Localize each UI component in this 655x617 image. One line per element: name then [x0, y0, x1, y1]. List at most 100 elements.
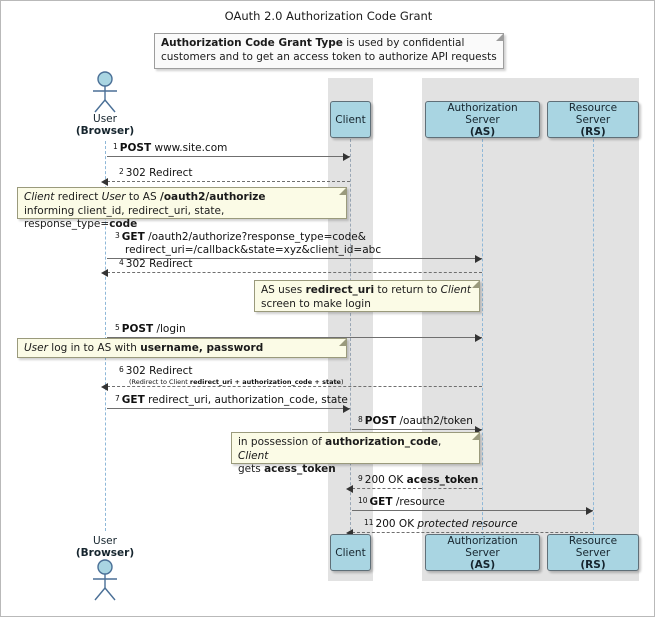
user-actor-icon — [93, 71, 117, 113]
message-11-italic-tail: protected resource — [417, 518, 518, 530]
message-5-verb: POST — [121, 323, 154, 335]
note-header-bold: Authorization Code Grant Type — [161, 37, 343, 49]
lifeline-band-servers — [422, 78, 639, 581]
message-8-verb: POST — [364, 415, 397, 427]
message-1-number: 1 — [113, 142, 118, 151]
note2-l1-p2: to return to — [374, 284, 441, 296]
note-user-login: User log in to AS with username, passwor… — [17, 338, 347, 358]
message-11-text: 200 OK — [375, 518, 418, 530]
participant-rs-bottom-label-1: Resource Server — [568, 534, 618, 559]
message-9-bold-tail: acess_token — [406, 474, 479, 486]
participant-as-bottom-label-1: Authorization Server — [447, 534, 518, 559]
page-title: OAuth 2.0 Authorization Code Grant — [224, 9, 433, 23]
note3-l1-p1: log in to AS with — [47, 342, 141, 354]
participant-as-top-label-2: (AS) — [469, 125, 496, 138]
arrowhead-left — [346, 485, 353, 493]
note3-l1-i1: User — [24, 342, 48, 354]
note2-l2-p1: screen to make login — [261, 297, 371, 310]
note-token-exchange: in possession of authorization_code, Cli… — [231, 432, 480, 475]
message-3-text-line2: redirect_uri=/callback&state=xyz&client_… — [125, 244, 382, 256]
message-7-text: redirect_uri, authorization_code, state — [144, 394, 348, 406]
note1-l1-p1: redirect — [54, 191, 102, 203]
note4-l1-p1: in possession of — [238, 436, 326, 448]
arrowhead-left — [101, 383, 108, 391]
arrowhead-right — [475, 334, 482, 342]
actor-user-bottom-label-2: (Browser) — [75, 547, 135, 559]
arrowhead-right — [343, 405, 350, 413]
participant-resource-server-top[interactable]: Resource Server (RS) — [547, 101, 639, 138]
message-8-number: 8 — [358, 415, 363, 424]
note1-l2-p1: informing client_id, redirect_uri, state… — [24, 204, 225, 231]
message-6-text: 302 Redirect — [125, 365, 193, 377]
message-8-text: /oauth2/token — [396, 415, 473, 427]
message-3-verb: GET — [121, 231, 145, 243]
arrowhead-right — [475, 255, 482, 263]
note2-l1-i1: Client — [440, 284, 472, 296]
participant-as-top-label-1: Authorization Server — [447, 101, 518, 126]
note4-l1-p2: , — [438, 436, 442, 448]
message-4-text: 302 Redirect — [125, 258, 193, 270]
message-10-verb: GET — [369, 496, 393, 508]
message-6-sub-plain: (Redirect to Client — [129, 378, 190, 386]
actor-user-top-label-1: User — [93, 113, 117, 125]
participant-authorization-server-top[interactable]: Authorization Server (AS) — [425, 101, 540, 138]
actor-user-top-label-2: (Browser) — [75, 125, 135, 137]
actor-user-top: User (Browser) — [75, 71, 135, 137]
participant-rs-bottom-label-2: (RS) — [580, 558, 606, 571]
message-2-number: 2 — [119, 167, 124, 176]
message-1-text: www.site.com — [151, 142, 228, 154]
participant-client-top-label: Client — [335, 113, 366, 126]
participant-authorization-server-bottom[interactable]: Authorization Server (AS) — [425, 534, 540, 571]
participant-rs-top-label-2: (RS) — [580, 125, 606, 138]
participant-as-bottom-label-2: (AS) — [469, 558, 496, 571]
message-7-number: 7 — [115, 394, 120, 403]
note1-l1-i2: User — [101, 191, 126, 203]
note2-l1-p1: AS uses — [261, 284, 306, 296]
participant-client-bottom-label: Client — [335, 546, 366, 559]
arrowhead-left — [346, 529, 353, 537]
lifeline-user — [105, 141, 106, 531]
note3-l1-b1: username, password — [140, 342, 264, 354]
arrowhead-right — [343, 153, 350, 161]
actor-user-bottom: User (Browser) — [75, 535, 135, 601]
message-6-sub-bold: redirect_uri + authorization_code + stat… — [189, 378, 341, 386]
user-actor-icon — [93, 559, 117, 601]
note1-l2-b1: code — [109, 218, 138, 230]
note4-l2-b1: acess_token — [264, 463, 336, 475]
message-9-text: 200 OK — [364, 474, 407, 486]
actor-user-bottom-label-1: User — [93, 535, 117, 547]
note4-l1-i1: Client — [238, 449, 269, 462]
participant-client-bottom[interactable]: Client — [330, 534, 371, 571]
message-3-text: /oauth2/authorize?response_type=code& — [144, 231, 366, 243]
message-2-text: 302 Redirect — [125, 167, 193, 179]
message-9-number: 9 — [358, 474, 363, 483]
message-5-text: /login — [153, 323, 186, 335]
message-5-number: 5 — [115, 323, 120, 332]
note-as-redirect-uri: AS uses redirect_uri to return to Client… — [254, 280, 480, 312]
message-7-verb: GET — [121, 394, 145, 406]
message-6-sub-tail: ) — [340, 378, 344, 386]
note1-l1-b1: /oauth2/authorize — [160, 191, 266, 203]
note4-l2-p1: gets — [238, 463, 265, 475]
arrowhead-left — [101, 269, 108, 277]
note-header-rest: is used by confidential customers and to… — [161, 37, 497, 63]
message-4-number: 4 — [119, 258, 124, 267]
arrowhead-left — [101, 178, 108, 186]
note2-l1-b1: redirect_uri — [305, 284, 375, 296]
note4-l1-b1: authorization_code — [325, 436, 439, 448]
participant-client-top[interactable]: Client — [330, 101, 371, 138]
arrowhead-right — [475, 426, 482, 434]
arrowhead-right — [586, 507, 593, 515]
message-10-number: 10 — [358, 496, 368, 505]
message-10-text: /resource — [392, 496, 445, 508]
note1-l1-i1: Client — [24, 191, 55, 203]
participant-resource-server-bottom[interactable]: Resource Server (RS) — [547, 534, 639, 571]
